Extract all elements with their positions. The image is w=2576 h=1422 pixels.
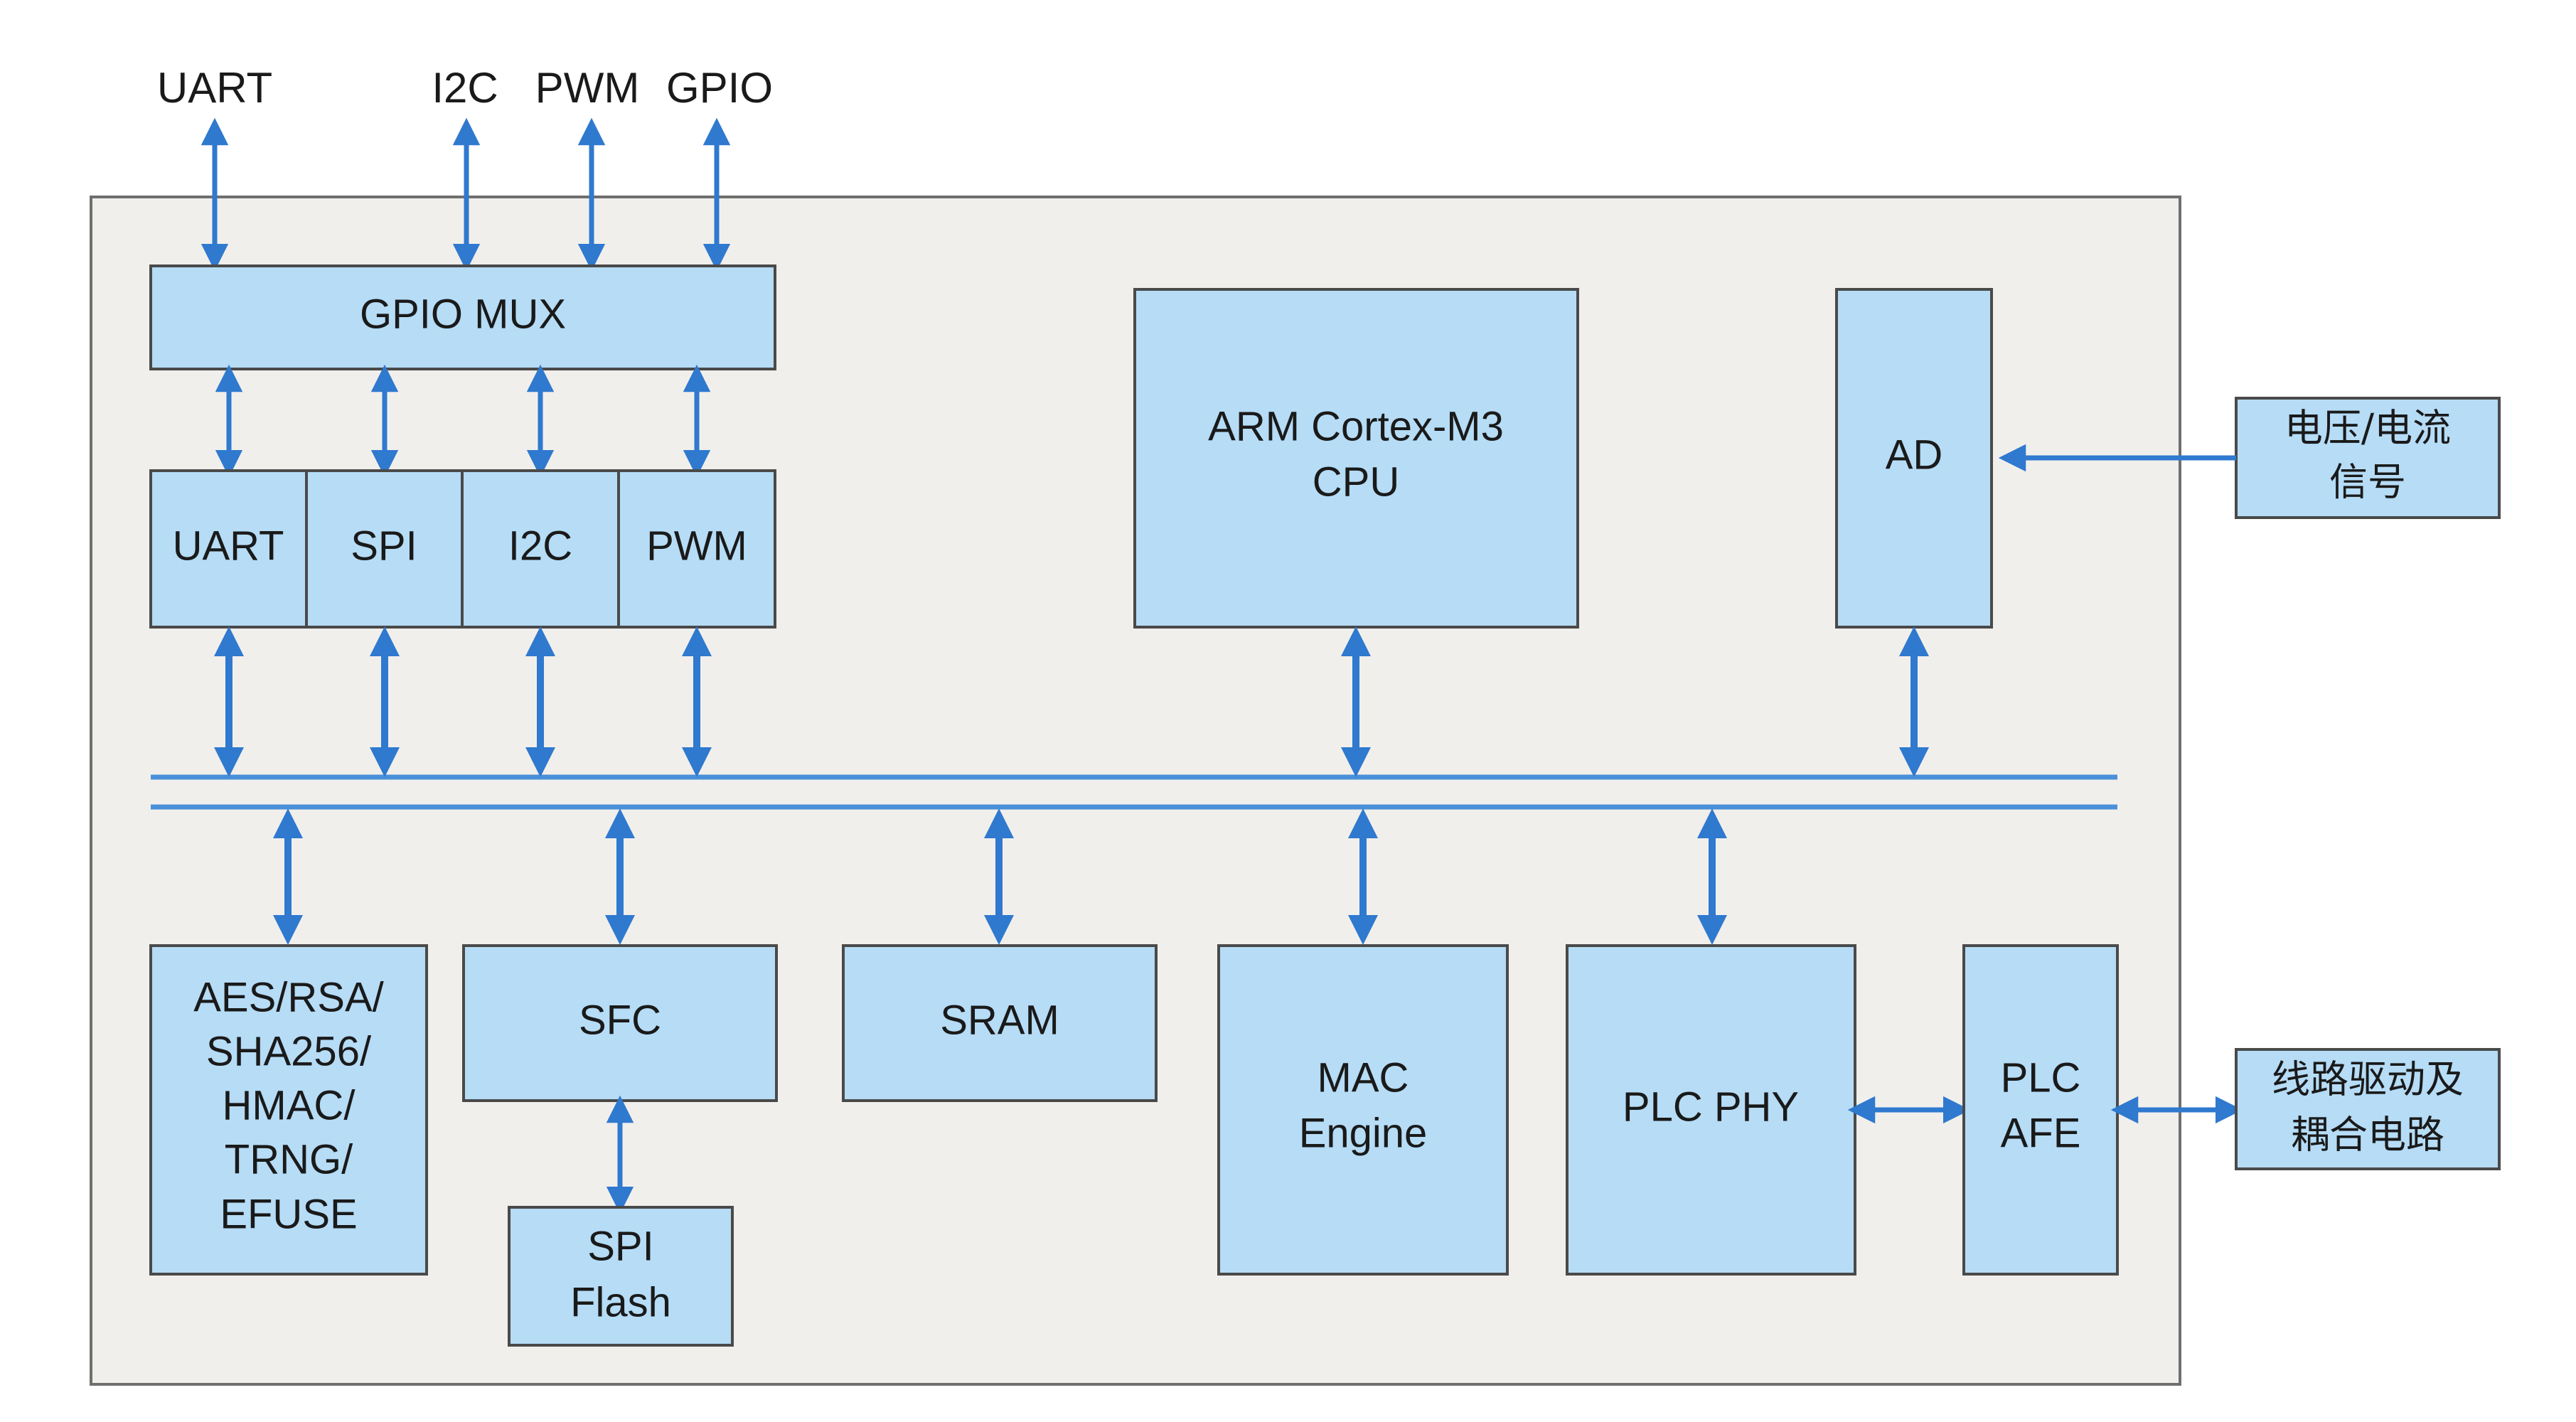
crypto-label-line5: EFUSE	[220, 1191, 357, 1237]
ad-block	[1835, 288, 1993, 629]
plc-afe-label-line1: PLC	[2001, 1054, 2081, 1101]
voltage-current-signal-block	[2235, 397, 2501, 519]
crypto-label-line1: AES/RSA/	[193, 974, 384, 1020]
crypto-block	[149, 944, 428, 1276]
gpio-mux-label: GPIO MUX	[360, 291, 566, 337]
pwm-label: PWM	[646, 523, 747, 569]
pin-label-pwm: PWM	[535, 64, 640, 112]
spi-flash-block	[508, 1206, 734, 1347]
i2c-label: I2C	[508, 523, 572, 569]
line-driver-coupling-block	[2235, 1048, 2501, 1170]
spi-flash-label-line1: SPI	[587, 1223, 654, 1269]
mac-engine-label-line1: MAC	[1318, 1054, 1409, 1101]
sram-block	[842, 944, 1158, 1102]
spi-label: SPI	[351, 523, 417, 569]
mac-engine-block	[1217, 944, 1509, 1276]
crypto-label-line4: TRNG/	[225, 1136, 353, 1182]
plc-afe-label-line2: AFE	[2001, 1110, 2081, 1156]
crypto-label-line3: HMAC/	[223, 1082, 356, 1128]
voltage-current-label-line1: 电压/电流	[2284, 406, 2451, 451]
line-driver-label-line1: 线路驱动及	[2272, 1057, 2464, 1102]
plc-phy-label: PLC PHY	[1623, 1084, 1799, 1130]
pwm-block	[617, 469, 776, 629]
pin-label-i2c: I2C	[432, 64, 498, 112]
sram-label: SRAM	[940, 997, 1059, 1043]
plc-afe-block	[1962, 944, 2119, 1276]
sfc-block	[462, 944, 778, 1102]
pin-label-uart: UART	[157, 64, 272, 112]
uart-label: UART	[173, 523, 284, 569]
cpu-label-line1: ARM Cortex-M3	[1208, 403, 1504, 449]
voltage-current-label-line2: 信号	[2329, 460, 2406, 505]
spi-flash-label-line2: Flash	[570, 1279, 671, 1325]
gpio-mux-block	[149, 264, 776, 370]
mac-engine-label-line2: Engine	[1299, 1110, 1428, 1156]
cpu-block	[1133, 288, 1579, 629]
sfc-label: SFC	[579, 997, 661, 1043]
cpu-label-line2: CPU	[1313, 459, 1399, 505]
ad-label: AD	[1886, 432, 1943, 478]
crypto-label-line2: SHA256/	[206, 1028, 372, 1074]
pin-label-gpio: GPIO	[666, 64, 773, 112]
line-driver-label-line2: 耦合电路	[2291, 1113, 2444, 1158]
plc-phy-block	[1566, 944, 1856, 1276]
